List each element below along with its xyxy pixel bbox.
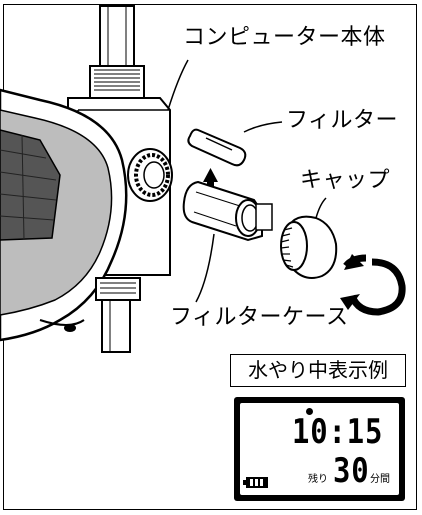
computer-body	[0, 88, 128, 342]
filter-port	[127, 148, 173, 202]
lcd-screen: 10:15 残り 30 分間	[240, 403, 399, 495]
label-cap: キャップ	[300, 168, 391, 193]
label-filter: フィルター	[286, 108, 399, 133]
leader-computer	[167, 59, 189, 111]
pipe-nut-bottom	[95, 277, 141, 301]
label-computer-body: コンピューター本体	[183, 25, 386, 50]
pipe-nut-top	[89, 65, 145, 99]
filter-part	[187, 128, 247, 167]
leader-case	[195, 233, 215, 303]
lcd-time: 10:15	[292, 412, 384, 452]
rotate-arrow	[340, 254, 406, 316]
label-filter-case: フィルターケース	[170, 305, 349, 330]
filter-case	[182, 180, 273, 242]
battery-icon	[243, 477, 268, 488]
lcd-unit: 分間	[370, 474, 390, 485]
cap-part	[280, 215, 338, 279]
water-pipe	[99, 5, 135, 353]
lcd-remaining-minutes: 30	[333, 451, 370, 491]
watering-indicator-icon	[306, 408, 313, 415]
lcd-display: 10:15 残り 30 分間	[234, 397, 405, 501]
display-example-title: 水やり中表示例	[230, 354, 406, 387]
lcd-remaining-label: 残り	[308, 474, 328, 485]
leader-filter	[243, 121, 283, 133]
leader-cap	[315, 197, 327, 219]
